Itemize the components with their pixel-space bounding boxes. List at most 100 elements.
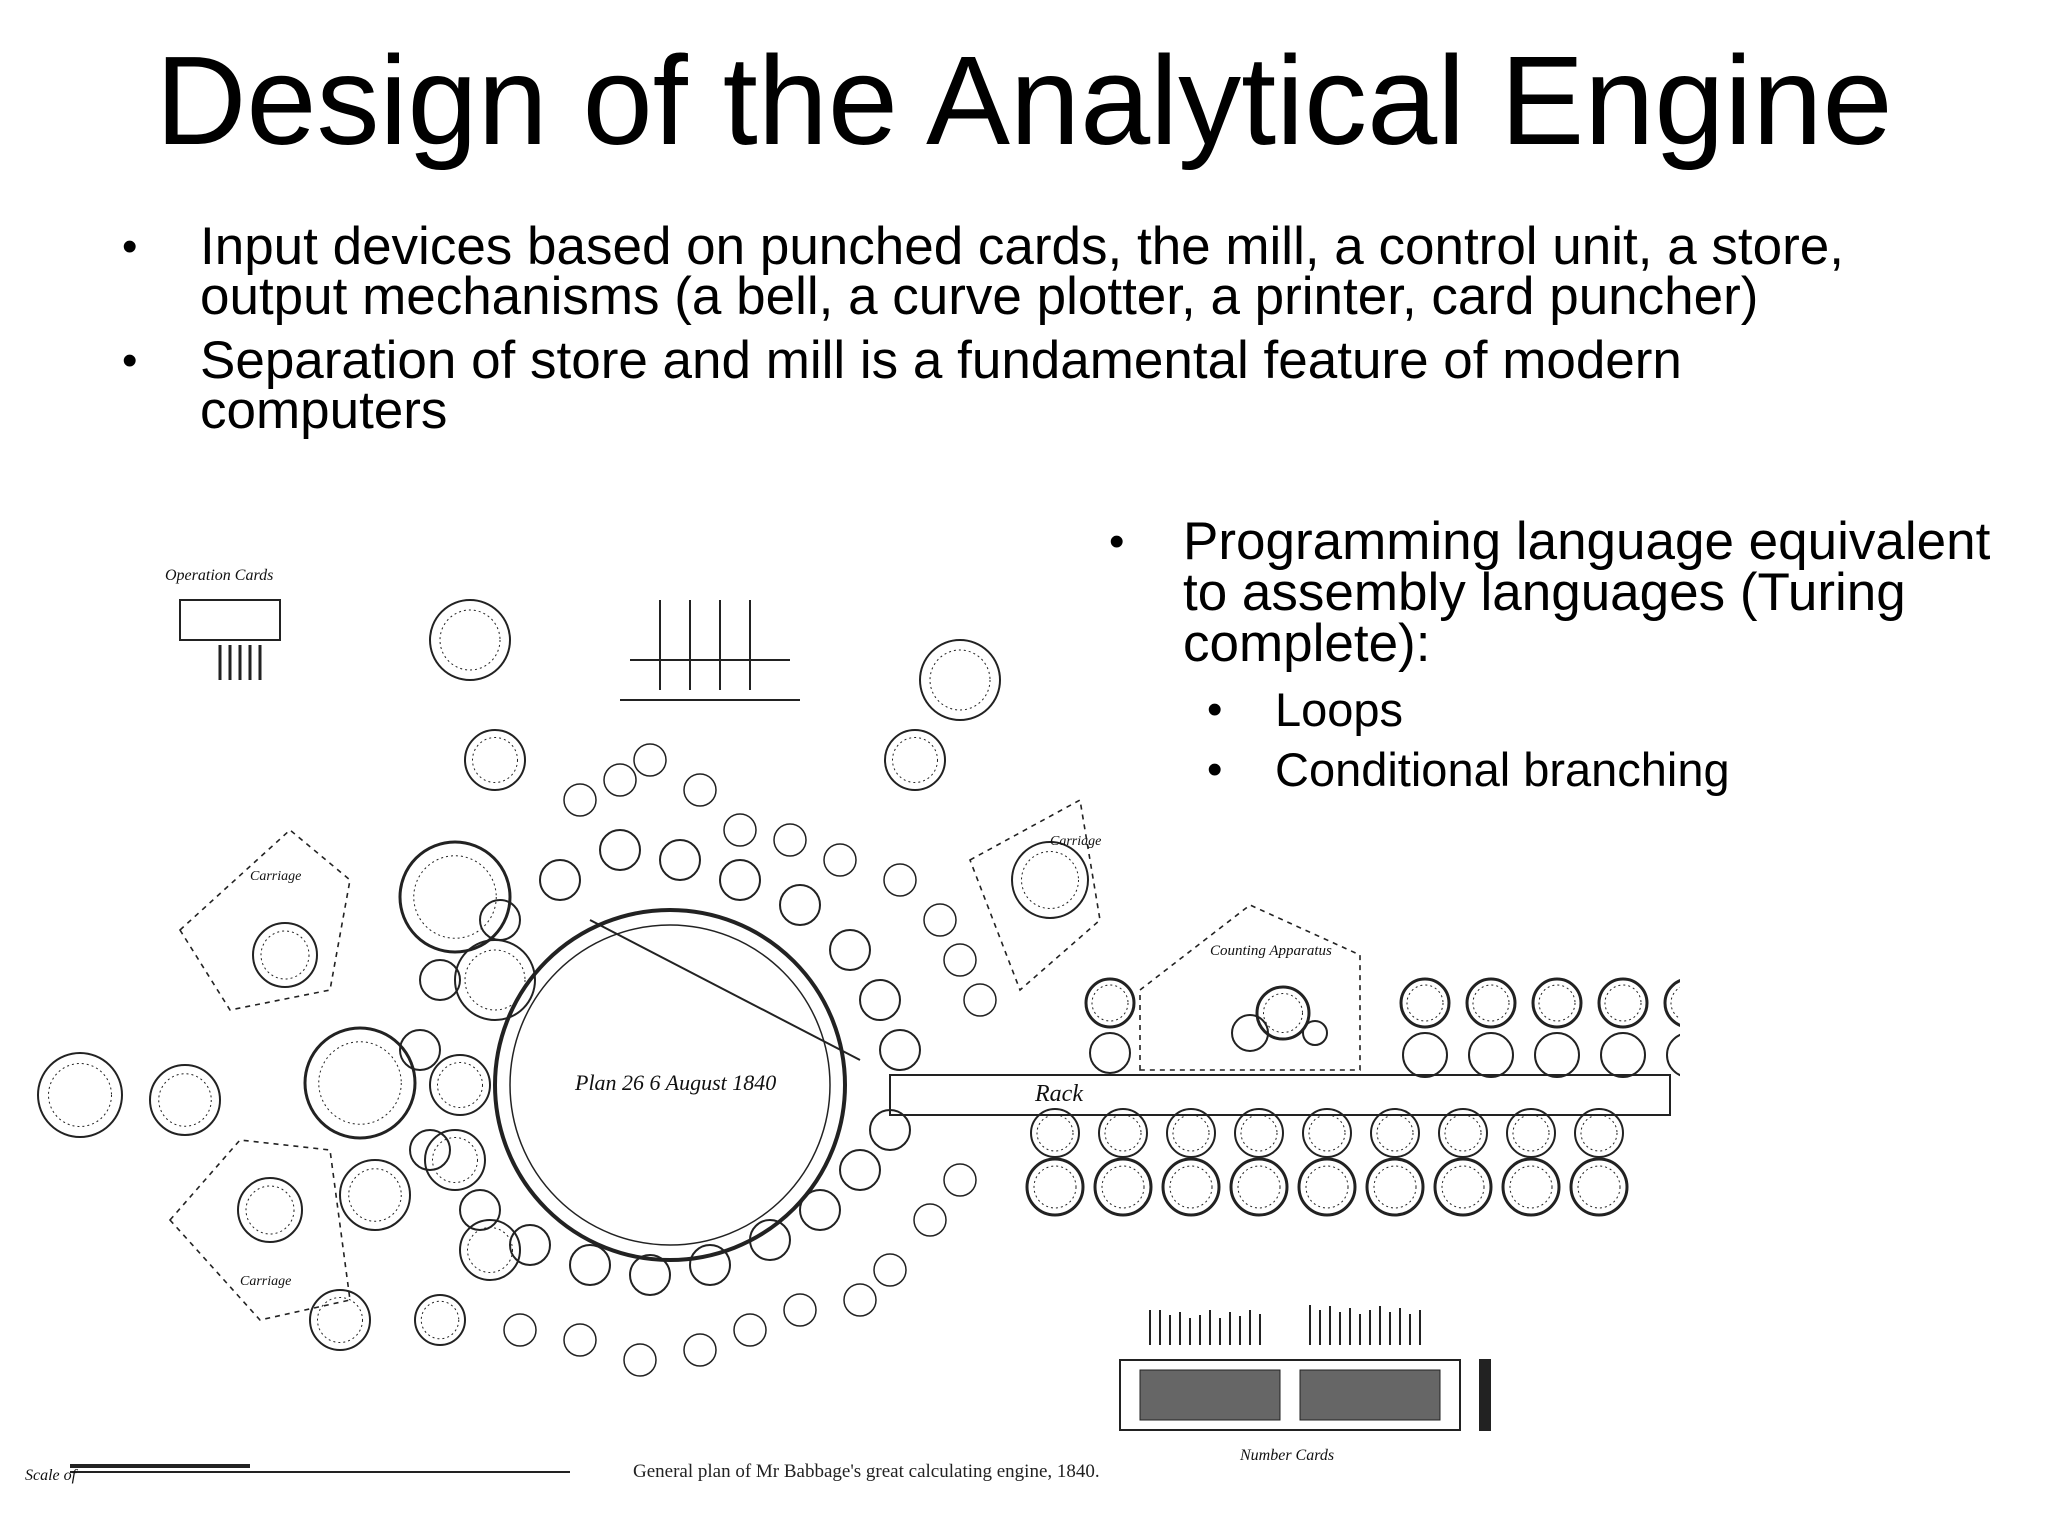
number-cards-grid-right — [1299, 1369, 1441, 1421]
gear-teeth — [260, 930, 310, 980]
gear-wheel — [829, 929, 871, 971]
number-cards-device — [1119, 1359, 1461, 1431]
gear-teeth — [432, 1137, 478, 1183]
gear-wheel — [843, 1283, 877, 1317]
bullet-dot-icon: • — [1207, 745, 1223, 794]
gear-wheel — [1465, 977, 1517, 1029]
gear-wheel — [459, 1189, 501, 1231]
gear-wheel — [509, 1224, 551, 1266]
gear-wheel — [398, 840, 512, 954]
carriage-label-right: Carriage — [1050, 834, 1101, 849]
gear-teeth — [1444, 1114, 1482, 1152]
mill-central-wheel — [493, 908, 847, 1262]
gear-teeth — [1091, 984, 1129, 1022]
gear-teeth — [1376, 1114, 1414, 1152]
gear-wheel — [623, 1343, 657, 1377]
gear-wheel — [1234, 1108, 1284, 1158]
gear-wheel — [1093, 1157, 1153, 1217]
number-cards-crank — [1479, 1359, 1491, 1431]
gear-wheel — [237, 1177, 303, 1243]
gear-wheel — [1302, 1108, 1352, 1158]
gear-wheel — [149, 1064, 221, 1136]
gear-wheel — [683, 773, 717, 807]
operation-cards-label: Operation Cards — [165, 567, 273, 584]
gear-wheel — [1501, 1157, 1561, 1217]
carriage-outline-lower-left — [168, 1139, 351, 1321]
gear-teeth — [892, 737, 938, 783]
gear-wheel — [454, 939, 536, 1021]
engine-wheels-group — [37, 599, 1680, 1377]
gear-teeth — [1263, 993, 1303, 1033]
gear-teeth — [413, 855, 497, 939]
gear-wheel — [1534, 1032, 1580, 1078]
gear-teeth — [317, 1297, 363, 1343]
gear-wheel — [1098, 1108, 1148, 1158]
gear-wheel — [1531, 977, 1583, 1029]
gear-wheel — [409, 1129, 451, 1171]
gear-wheel — [1084, 977, 1136, 1029]
gear-wheel — [1402, 1032, 1448, 1078]
gear-teeth — [158, 1073, 212, 1127]
gear-wheel — [859, 979, 901, 1021]
gear-teeth — [420, 1300, 460, 1340]
bullet-dot-icon: • — [1109, 517, 1125, 566]
gear-wheel — [823, 843, 857, 877]
gear-teeth — [1441, 1165, 1485, 1209]
gear-wheel — [749, 1219, 791, 1261]
gear-teeth — [318, 1041, 402, 1125]
gear-wheel — [503, 1313, 537, 1347]
gear-wheel — [1231, 1014, 1269, 1052]
operation-cards-stack — [218, 645, 262, 680]
gear-teeth — [1670, 986, 1680, 1020]
mill-central-wheel-inner — [509, 924, 831, 1246]
gear-wheel — [479, 899, 521, 941]
gear-wheel — [563, 1323, 597, 1357]
gear-wheel — [923, 903, 957, 937]
number-cards-grid-left — [1139, 1369, 1281, 1421]
rack-label: Rack — [1034, 1081, 1083, 1107]
bullet-dot-icon: • — [122, 222, 138, 271]
gear-teeth — [245, 1185, 295, 1235]
gear-wheel — [873, 1253, 907, 1287]
gear-wheel — [839, 1149, 881, 1191]
bullet-item: • Separation of store and mill is a fund… — [122, 334, 1880, 437]
gear-wheel — [733, 1313, 767, 1347]
plan-label: Plan 26 6 August 1840 — [574, 1070, 776, 1095]
gear-wheel — [913, 1203, 947, 1237]
gear-wheel — [719, 859, 761, 901]
sub-bullet-text: Loops — [1275, 683, 1404, 736]
gear-wheel — [943, 943, 977, 977]
sub-bullet-list: • Loops • Conditional branching — [1207, 680, 1875, 800]
bullet-item: • Programming language equivalent to ass… — [1109, 515, 2023, 670]
gear-wheel — [303, 1026, 417, 1140]
counting-apparatus-outline — [1139, 904, 1361, 1071]
gear-wheel — [869, 1109, 911, 1151]
gear-wheel — [783, 1293, 817, 1327]
gear-wheel — [1597, 977, 1649, 1029]
gear-teeth — [1104, 1114, 1142, 1152]
gear-wheel — [429, 1054, 491, 1116]
gear-wheel — [1433, 1157, 1493, 1217]
gear-teeth — [1472, 984, 1510, 1022]
gear-wheel — [1569, 1157, 1629, 1217]
gear-teeth — [1604, 984, 1642, 1022]
gear-wheel — [779, 884, 821, 926]
slide-title: Design of the Analytical Engine — [155, 30, 1893, 171]
gear-teeth — [1240, 1114, 1278, 1152]
mill-diagonal-line — [589, 919, 861, 1061]
gear-wheel — [1666, 1033, 1680, 1077]
gear-wheel — [1166, 1108, 1216, 1158]
gear-wheel — [569, 1244, 611, 1286]
gear-wheel — [1574, 1108, 1624, 1158]
counting-apparatus-label: Counting Apparatus — [1210, 943, 1332, 959]
gear-teeth — [464, 949, 526, 1011]
gear-wheel — [773, 823, 807, 857]
gear-wheel — [1663, 979, 1680, 1027]
gear-wheel — [1600, 1032, 1646, 1078]
gear-wheel — [1089, 1032, 1131, 1074]
gear-wheel — [1229, 1157, 1289, 1217]
gear-teeth — [1580, 1114, 1618, 1152]
gear-wheel — [633, 743, 667, 777]
gear-teeth — [348, 1168, 402, 1222]
gear-wheel — [1399, 977, 1451, 1029]
